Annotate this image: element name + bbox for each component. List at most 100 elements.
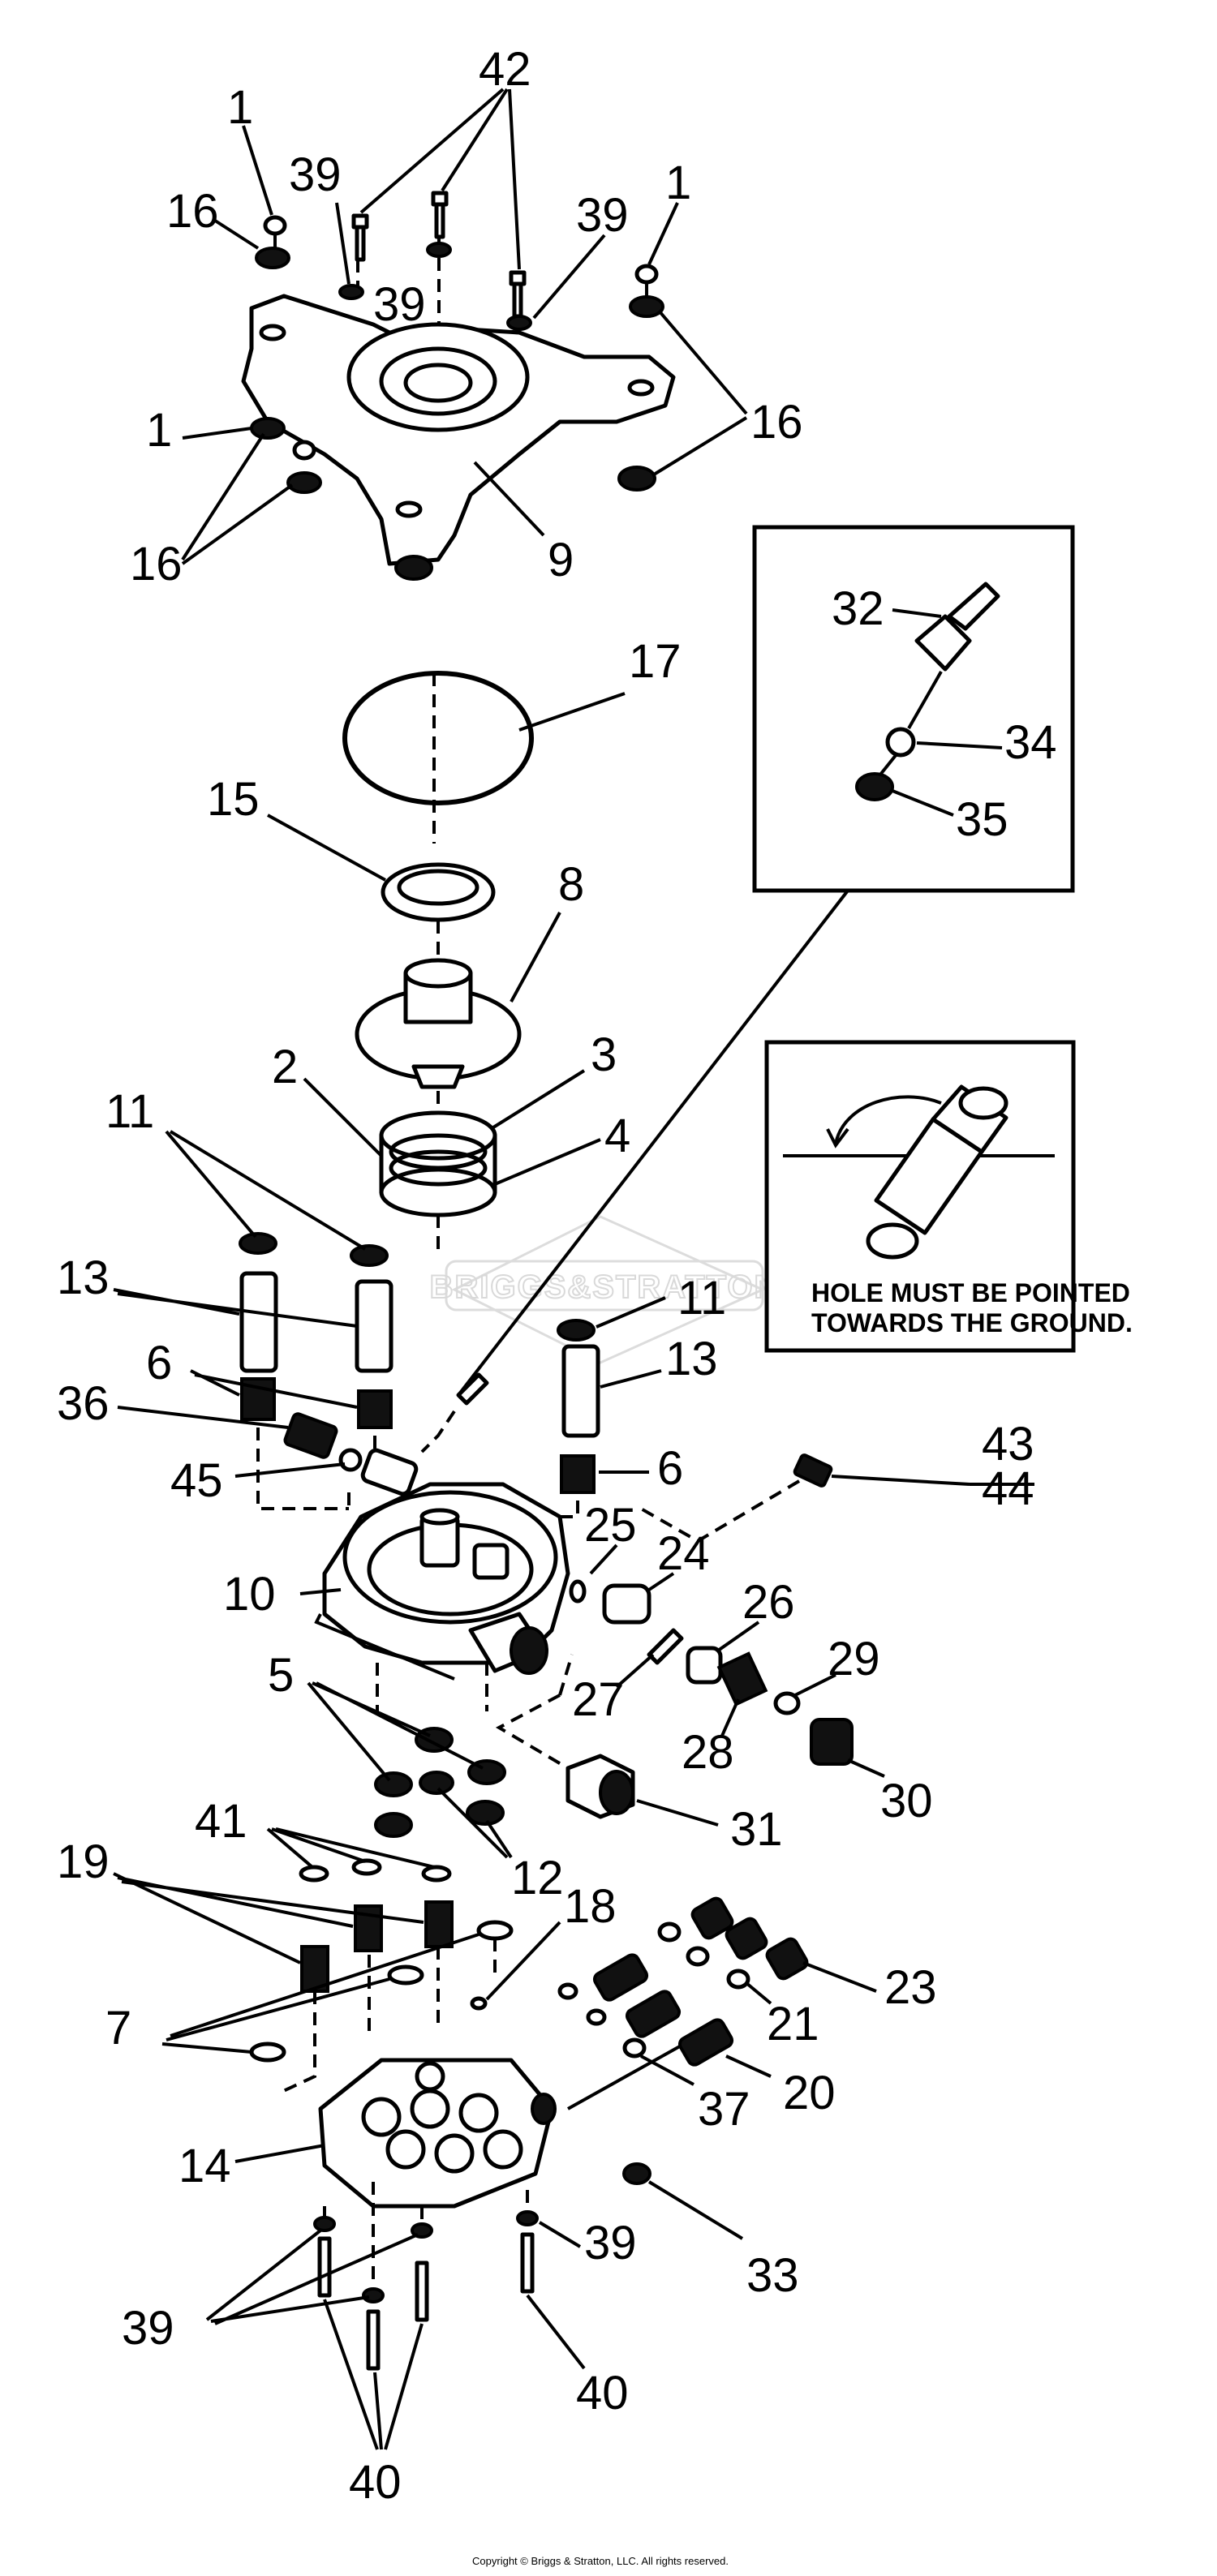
callout-1: 1	[227, 81, 253, 134]
callout-18: 18	[564, 1880, 617, 1933]
valve-20-icon	[592, 1953, 649, 2002]
seal-16-icon	[286, 471, 322, 494]
bolt-40-icon	[317, 2236, 332, 2298]
bolt-40-icon	[520, 2232, 535, 2294]
callout-45: 45	[170, 1454, 223, 1507]
note-line-1: HOLE MUST BE POINTED	[811, 1278, 1130, 1307]
top-callouts: 1 42 16 39 39 39 1 16 1 16 9	[130, 43, 803, 590]
fitting-32-icon	[914, 582, 1000, 672]
callout-43: 43	[982, 1418, 1034, 1470]
callout-8: 8	[558, 858, 584, 911]
callout-1: 1	[146, 404, 172, 457]
washer-11-icon	[350, 1244, 389, 1267]
valve-19-icon	[354, 1904, 383, 1952]
piston-assemblies: 11 11 13 13 6 6	[57, 1085, 726, 1518]
ring-7-icon	[476, 1920, 514, 1941]
seat-35-icon	[855, 772, 894, 801]
cap-23-icon	[725, 1917, 768, 1960]
o-ring-41-icon	[351, 1858, 382, 1876]
ring-5-icon	[374, 1771, 413, 1797]
o-ring-18-icon	[470, 1996, 488, 2011]
spring-28-icon	[716, 1651, 768, 1707]
lower-valves: 41 19 7 18	[57, 1795, 617, 2094]
washer-39-icon	[338, 284, 364, 300]
valve-20-icon	[677, 2018, 734, 2067]
seal-2-3-4-icon	[379, 1110, 497, 1217]
ball-34-icon	[885, 727, 916, 758]
callout-40: 40	[349, 2456, 402, 2509]
callout-29: 29	[828, 1633, 880, 1685]
part-10-pump-body: 10	[223, 1482, 570, 1711]
callout-33: 33	[746, 2249, 799, 2302]
callout-15: 15	[207, 773, 260, 826]
o-ring-41-icon	[421, 1865, 452, 1883]
washer-11-icon	[557, 1319, 596, 1342]
spring-6-icon	[357, 1389, 393, 1429]
callout-10: 10	[223, 1568, 276, 1621]
callout-41: 41	[195, 1795, 247, 1848]
callout-4: 4	[604, 1110, 630, 1162]
seal-16-icon	[250, 417, 286, 440]
callout-28: 28	[682, 1726, 734, 1779]
callout-1: 1	[665, 157, 691, 209]
seal-16-icon	[255, 247, 290, 269]
callout-44: 44	[982, 1462, 1034, 1515]
callout-13: 13	[57, 1252, 110, 1304]
callout-16: 16	[750, 396, 803, 449]
top-fasteners	[250, 191, 664, 494]
callout-39: 39	[584, 2217, 637, 2269]
part-14-manifold: 14	[178, 2030, 707, 2209]
middle-stack: 17 15 8 2 3 4	[207, 635, 682, 1249]
inset-hole-note: HOLE MUST BE POINTED TOWARDS THE GROUND.	[764, 1040, 1133, 1353]
callout-20: 20	[783, 2067, 836, 2119]
bolt-42-icon	[431, 191, 449, 239]
ring-12-icon	[419, 1771, 454, 1795]
o-ring-17-icon	[342, 671, 534, 805]
plug-33-icon	[622, 2162, 652, 2185]
plunger-13-icon	[239, 1271, 278, 1373]
note-line-2: TOWARDS THE GROUND.	[811, 1308, 1133, 1337]
o-ring-29-icon	[773, 1691, 801, 1715]
watermark-text: BRIGGS&STRATTON	[430, 1269, 780, 1305]
callout-39: 39	[373, 278, 426, 331]
washer-11-icon	[239, 1232, 277, 1255]
seal-16-icon	[629, 295, 664, 318]
check-valve-rings: 5 12	[268, 1649, 564, 1904]
washer-26-icon	[686, 1646, 723, 1685]
bolt-40-icon	[415, 2260, 429, 2322]
callout-7: 7	[105, 2002, 131, 2054]
cap-1-icon	[263, 215, 287, 236]
inset-relief-detail: 32 34 35	[457, 525, 1075, 1397]
discharge-valves: 23 21 20 37 33	[557, 1896, 937, 2302]
callout-6: 6	[146, 1337, 172, 1389]
callout-36: 36	[57, 1377, 110, 1430]
washer-39-icon	[426, 242, 452, 258]
plunger-13-icon	[561, 1344, 600, 1438]
callout-42: 42	[479, 43, 531, 96]
bolt-42-icon	[509, 270, 527, 319]
bottom-fasteners: 39 39 40 40	[122, 2182, 637, 2509]
washer-39-icon	[516, 2210, 539, 2226]
washer-39-icon	[313, 2216, 336, 2232]
ring-12-icon	[374, 1812, 413, 1838]
piston-24-icon	[602, 1583, 652, 1625]
spring-27-icon	[647, 1628, 684, 1665]
callout-27: 27	[572, 1673, 625, 1726]
callout-16: 16	[166, 185, 219, 238]
plug-36-icon	[283, 1412, 338, 1459]
ring-7-icon	[249, 2041, 286, 2063]
copyright-text: Copyright © Briggs & Stratton, LLC. All …	[472, 2555, 729, 2567]
o-ring-25-icon	[569, 1579, 587, 1604]
cap-30-icon	[810, 1718, 854, 1766]
valve-19-icon	[424, 1900, 454, 1948]
plunger-13-icon	[355, 1279, 393, 1373]
unloader-parts: 25 24 26 28 27 29 30 31	[495, 1499, 933, 1856]
o-ring-45-icon	[338, 1448, 363, 1472]
callout-39: 39	[576, 189, 629, 242]
valve-20-icon	[625, 1990, 682, 2038]
callout-35: 35	[956, 793, 1008, 846]
fitting-icon	[456, 1372, 489, 1406]
callout-34: 34	[1004, 716, 1057, 769]
plug-43-44-icon	[793, 1453, 833, 1488]
